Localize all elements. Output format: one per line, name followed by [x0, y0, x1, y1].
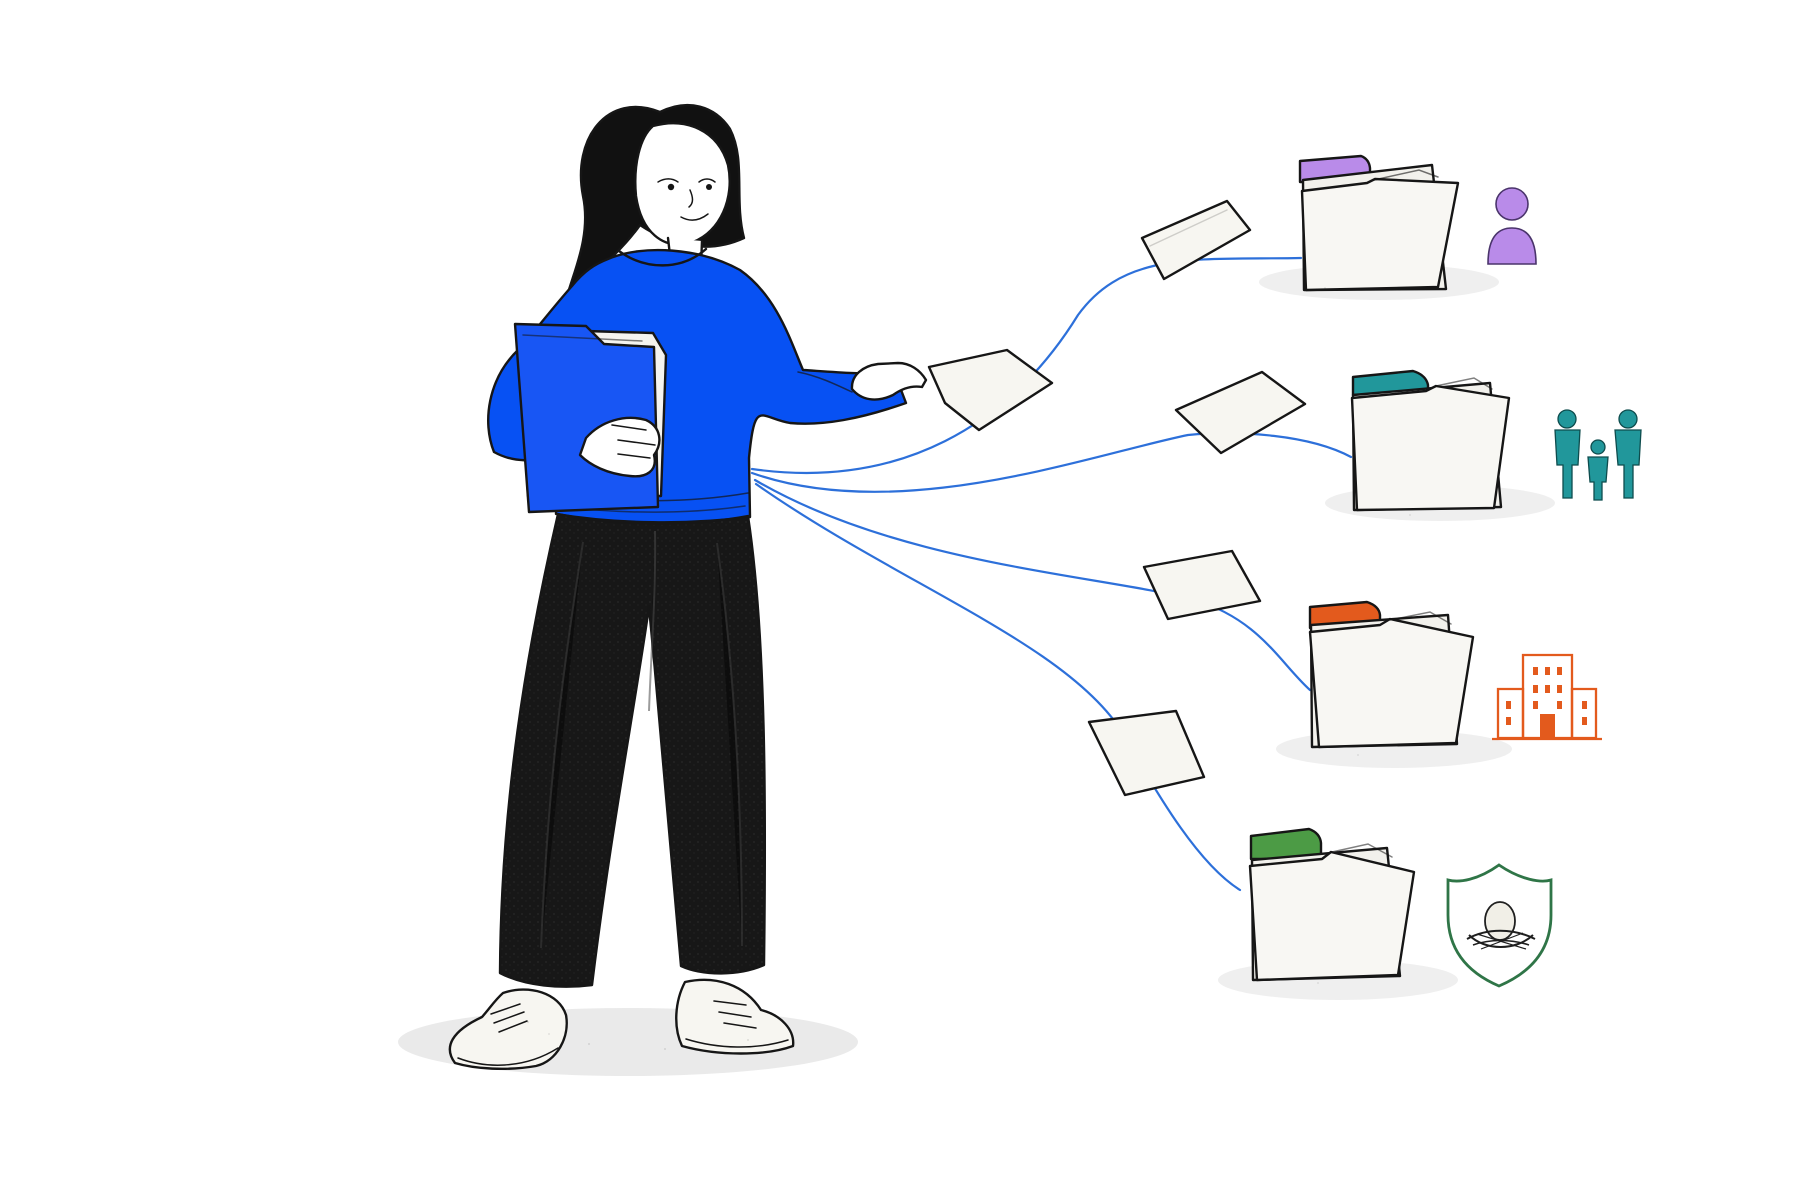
nest-egg-shield-icon — [1446, 863, 1553, 988]
connector-lines — [750, 256, 1353, 892]
family-icon — [1554, 409, 1642, 501]
floating-paper-4 — [1087, 709, 1206, 797]
left-sneaker — [448, 988, 568, 1071]
folder-business — [1276, 600, 1512, 768]
connector-line-savings — [754, 482, 1242, 892]
floating-paper-2 — [1174, 370, 1307, 455]
right-sneaker — [675, 978, 795, 1055]
texture-dots — [526, 287, 1411, 1050]
connector-line-personal — [750, 256, 1303, 474]
person-hand-holding-folder — [578, 416, 661, 478]
person-face — [634, 122, 731, 246]
folder-savings — [1218, 827, 1458, 1000]
connector-line-family — [750, 432, 1353, 493]
floating-paper-3 — [1142, 549, 1262, 621]
building-icon — [1492, 653, 1602, 741]
held-paper — [927, 348, 1054, 432]
folder-family — [1325, 369, 1555, 521]
connector-line-business — [753, 478, 1312, 692]
person-icon — [1487, 187, 1537, 265]
floating-paper-1 — [1140, 199, 1252, 281]
folder-personal — [1259, 154, 1499, 300]
person-illustration — [398, 103, 1054, 1076]
person-pants — [498, 512, 767, 988]
held-blue-folder — [513, 322, 668, 514]
person-hand-giving-paper — [850, 361, 928, 401]
